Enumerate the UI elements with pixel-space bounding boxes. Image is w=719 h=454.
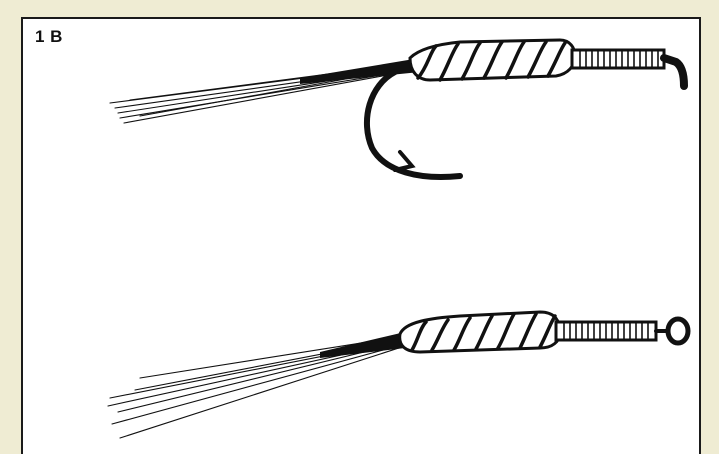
hook-fly-drawing (110, 40, 684, 177)
thread-wraps-bottom (564, 322, 648, 340)
hook-eye (668, 319, 688, 343)
eyed-fly-drawing (108, 312, 688, 438)
